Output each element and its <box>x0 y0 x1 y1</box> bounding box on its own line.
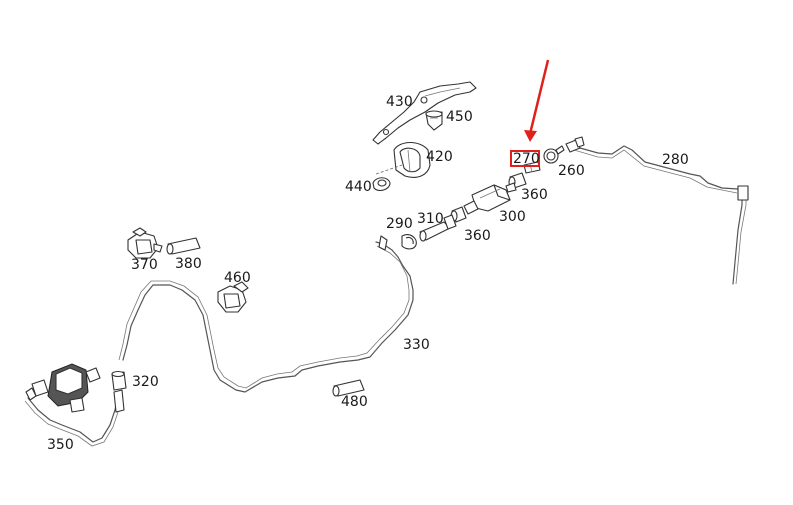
part-270 <box>523 161 541 174</box>
dip-tube-head <box>737 185 749 201</box>
fitting-320 <box>111 370 127 413</box>
pipe-330-inner <box>118 245 410 389</box>
highlight-box-270[interactable] <box>510 150 540 167</box>
pipe-330 <box>122 241 414 393</box>
label-450[interactable]: 450 <box>446 109 473 125</box>
bracket-430 <box>372 81 477 145</box>
label-420[interactable]: 420 <box>426 149 453 165</box>
label-430[interactable]: 430 <box>386 94 413 110</box>
label-280[interactable]: 280 <box>662 152 689 168</box>
pump-350 <box>25 363 101 413</box>
clamp-260 <box>543 145 565 164</box>
red-arrow-shaft <box>528 59 550 135</box>
label-290[interactable]: 290 <box>386 216 413 232</box>
valve-460 <box>217 281 249 313</box>
hose-480 <box>332 379 365 397</box>
pipe-280-inner <box>573 149 738 194</box>
pipe-350 <box>27 394 119 443</box>
label-310[interactable]: 310 <box>417 211 444 227</box>
label-260[interactable]: 260 <box>558 163 585 179</box>
valve-370 <box>127 227 163 259</box>
label-360-lower[interactable]: 360 <box>464 228 491 244</box>
label-460[interactable]: 460 <box>224 270 251 286</box>
label-370[interactable]: 370 <box>131 257 158 273</box>
label-300[interactable]: 300 <box>499 209 526 225</box>
filter-300 <box>463 182 517 215</box>
pipe-280 <box>572 145 745 201</box>
label-380[interactable]: 380 <box>175 256 202 272</box>
dip-tube <box>732 195 743 285</box>
label-330[interactable]: 330 <box>403 337 430 353</box>
label-360-upper[interactable]: 360 <box>521 187 548 203</box>
label-440[interactable]: 440 <box>345 179 372 195</box>
clamp-420 <box>375 141 431 178</box>
grommet-440 <box>372 177 391 192</box>
label-480[interactable]: 480 <box>341 394 368 410</box>
highlight-marker <box>510 59 550 167</box>
connector-290 <box>378 234 417 251</box>
label-270[interactable]: 270 <box>513 151 540 167</box>
hose-380 <box>166 237 201 255</box>
mount-450 <box>425 110 443 131</box>
fitting-280 <box>565 136 585 153</box>
dip-tube-inner <box>735 196 747 285</box>
label-350[interactable]: 350 <box>47 437 74 453</box>
red-arrow-head <box>524 130 537 142</box>
label-320[interactable]: 320 <box>132 374 159 390</box>
pipe-350-inner <box>24 395 122 447</box>
hose-310 <box>419 214 457 242</box>
